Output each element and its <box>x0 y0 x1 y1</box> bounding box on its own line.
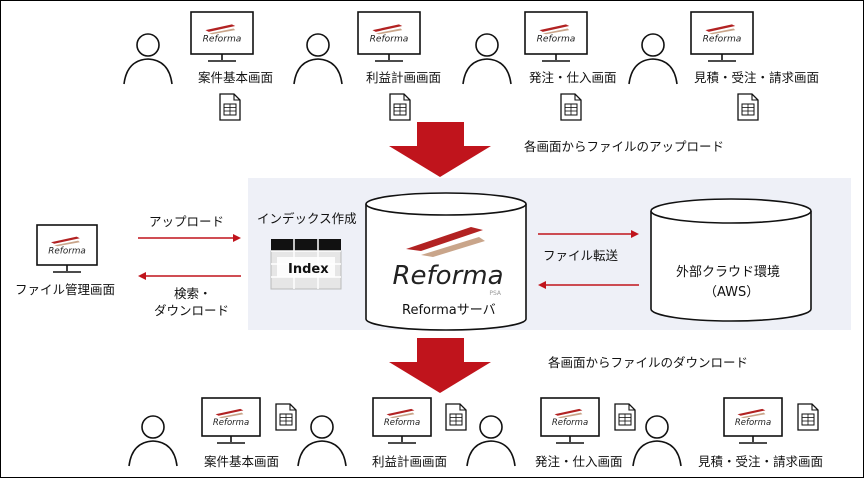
transfer-left-arrow <box>538 281 639 289</box>
svg-text:Reforma: Reforma <box>703 35 742 45</box>
download-note: 各画面からファイルのダウンロード <box>548 355 749 370</box>
upload-thin-arrow <box>138 234 241 242</box>
transfer-right-arrow <box>538 230 639 238</box>
svg-text:PSA: PSA <box>489 290 502 297</box>
bottom-monitor-icon-2: Reforma <box>372 397 432 444</box>
bottom-person-icon-4 <box>632 415 682 467</box>
svg-text:Reforma: Reforma <box>370 35 409 45</box>
top-monitor-icon-4: Reforma <box>690 11 754 62</box>
top-person-icon-3 <box>462 33 512 85</box>
file-mgmt-monitor-icon: Reforma <box>36 224 98 273</box>
bottom-file-icon-4 <box>797 403 819 431</box>
bottom-monitor-icon-4: Reforma <box>723 397 783 444</box>
svg-text:Reforma: Reforma <box>48 246 86 256</box>
top-monitor-icon-2: Reforma <box>357 11 421 62</box>
bottom-file-icon-1 <box>275 403 297 431</box>
svg-text:Reforma: Reforma <box>392 261 503 291</box>
cloud-cylinder-icon <box>650 198 812 322</box>
search-label-line2: ダウンロード <box>154 303 230 318</box>
top-person-icon-2 <box>293 33 343 85</box>
search-thin-arrow <box>138 272 241 280</box>
top-file-icon-3 <box>560 93 582 121</box>
bottom-monitor-icon-1: Reforma <box>201 397 261 444</box>
search-label-line1: 検索・ <box>174 286 212 301</box>
top-person-icon-4 <box>628 33 678 85</box>
top-monitor-icon-3: Reforma <box>524 11 588 62</box>
bottom-monitor-icon-3: Reforma <box>540 397 600 444</box>
top-file-icon-2 <box>389 93 411 121</box>
index-heading: インデックス作成 <box>257 211 357 226</box>
bottom-person-icon-1 <box>128 415 178 467</box>
bottom-screen-label-3: 発注・仕入画面 <box>535 454 623 469</box>
index-label: Index <box>288 262 329 277</box>
bottom-screen-label-4: 見積・受注・請求画面 <box>698 454 824 469</box>
bottom-person-icon-3 <box>466 415 516 467</box>
bottom-file-icon-3 <box>614 403 636 431</box>
top-file-icon-4 <box>737 93 759 121</box>
upload-note: 各画面からファイルのアップロード <box>524 139 725 154</box>
upload-arrow-label: アップロード <box>149 214 225 229</box>
server-label: Reformaサーバ <box>402 303 496 318</box>
upload-big-arrow <box>389 122 491 177</box>
bottom-file-icon-2 <box>445 403 467 431</box>
cloud-label-line1: 外部クラウド環境 <box>676 265 781 280</box>
svg-text:Reforma: Reforma <box>735 418 771 428</box>
bottom-person-icon-2 <box>297 415 347 467</box>
top-monitor-icon-1: Reforma <box>190 11 254 62</box>
top-screen-label-2: 利益計画画面 <box>366 70 442 85</box>
top-person-icon-1 <box>123 33 173 85</box>
cloud-label-line2: （AWS） <box>704 285 760 300</box>
top-screen-label-1: 案件基本画面 <box>198 70 274 85</box>
svg-text:Reforma: Reforma <box>203 35 242 45</box>
top-screen-label-4: 見積・受注・請求画面 <box>694 70 820 85</box>
svg-text:Reforma: Reforma <box>552 418 588 428</box>
svg-text:Reforma: Reforma <box>537 35 576 45</box>
transfer-label: ファイル転送 <box>543 248 619 263</box>
bottom-screen-label-1: 案件基本画面 <box>204 454 280 469</box>
download-big-arrow <box>389 338 491 393</box>
index-table-icon <box>270 239 342 290</box>
svg-text:Reforma: Reforma <box>213 418 249 428</box>
file-mgmt-label: ファイル管理画面 <box>15 282 116 297</box>
top-screen-label-3: 発注・仕入画面 <box>529 70 617 85</box>
svg-text:Reforma: Reforma <box>384 418 420 428</box>
bottom-screen-label-2: 利益計画画面 <box>372 454 448 469</box>
top-file-icon-1 <box>219 93 241 121</box>
